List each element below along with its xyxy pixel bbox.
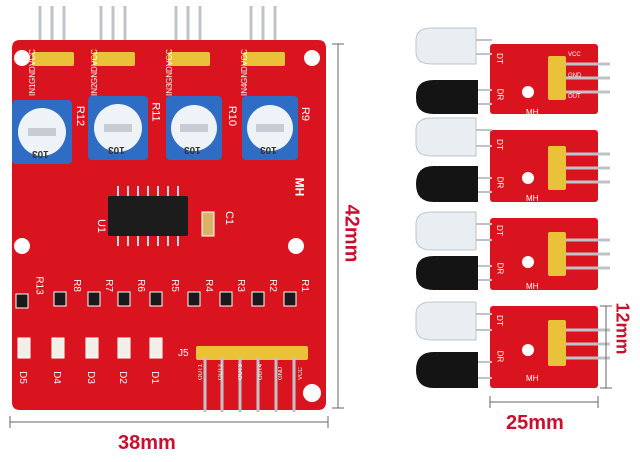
pin-label: VCC	[28, 48, 37, 66]
bottom-pin-label: OUT1	[198, 364, 204, 381]
width-dimension-main: 38mm	[118, 432, 176, 454]
pin-label: VCC	[165, 48, 174, 66]
resistor-label: R13	[33, 276, 45, 295]
pin-label: GND	[28, 65, 37, 84]
smd-resistors	[15, 291, 297, 309]
sensor-pin-labels: VCC GND OUT	[568, 52, 581, 100]
pin-label: GND	[240, 65, 249, 84]
ir-emitters	[415, 27, 477, 341]
bottom-header-base	[196, 346, 308, 360]
pin-label: GND	[90, 65, 99, 84]
led-label: D5	[16, 371, 28, 384]
resistor-labels: R13 R8 R7 R6 R5 R4 R3 R2 R1	[30, 276, 320, 296]
sensor-label-dt: DT	[494, 315, 504, 326]
mount-hole	[14, 50, 30, 66]
dimension-lines-sensor	[489, 305, 612, 408]
header-label-group-1: IN1 GND VCC	[28, 49, 84, 96]
pin-label: IN2	[90, 83, 99, 96]
bottom-pin-label: OUT3	[238, 364, 244, 381]
bottom-header-pins	[203, 358, 296, 412]
mount-hole	[288, 238, 304, 254]
mount-hole	[304, 50, 320, 66]
bottom-pin-labels: OUT1 OUT2 OUT3 OUT4 GND VCC	[198, 364, 304, 380]
cap-label: C1	[223, 210, 236, 226]
resistor-label: R5	[168, 279, 180, 292]
pot-code: 103	[108, 144, 125, 155]
sensor-label-mh: MH	[526, 194, 539, 203]
pot-code: 103	[260, 144, 277, 155]
bottom-pin-label: OUT2	[218, 364, 224, 381]
resistor-label: R3	[234, 279, 246, 292]
height-dimension-sensor: 12mm	[612, 302, 633, 355]
led-label: D1	[148, 371, 160, 384]
width-dimension-sensor: 25mm	[506, 412, 564, 434]
pin-label: VCC	[90, 48, 99, 66]
led-label: D3	[84, 371, 96, 384]
pin-label: IN3	[165, 83, 174, 96]
led-label: D2	[116, 371, 128, 384]
sensor-label-dt: DT	[494, 225, 504, 236]
pot-label: R10	[226, 105, 239, 127]
pot-label: R11	[149, 102, 162, 122]
bottom-pin-label: GND	[278, 366, 284, 381]
sensor-label-dt: DT	[494, 53, 504, 64]
dimension-lines-main	[9, 43, 344, 428]
pin-label: IN1	[28, 83, 37, 96]
smd-leds	[17, 337, 163, 359]
resistor-label: R7	[102, 279, 114, 292]
ic-label: U1	[95, 218, 108, 234]
sensor-label-mh: MH	[526, 374, 539, 383]
mount-hole	[303, 384, 321, 402]
sensor-label-mh: MH	[526, 282, 539, 291]
ic-chip	[108, 186, 188, 246]
sensor-label-mh: MH	[526, 108, 539, 117]
potentiometers	[12, 96, 298, 164]
sensor-label-dr: DR	[495, 262, 505, 275]
sensor-pin-label: OUT	[568, 94, 581, 100]
resistor-label: R6	[134, 279, 146, 292]
sensor-pin-label: GND	[568, 73, 582, 79]
sensor-pin-label: VCC	[568, 52, 581, 58]
pin-label: VCC	[240, 48, 249, 66]
brand-label: MH	[292, 177, 307, 197]
ir-receivers	[416, 80, 478, 388]
header-label-group-2: IN2 GND VCC	[90, 49, 146, 96]
resistor-label: R1	[298, 279, 310, 292]
capacitor	[201, 211, 215, 237]
bottom-header-label: J5	[178, 348, 189, 359]
sensor-label-dr: DR	[495, 176, 505, 189]
sensor-boards	[415, 27, 610, 388]
pot-code: 103	[32, 148, 49, 159]
sensor-label-dt: DT	[494, 139, 504, 150]
sensor-label-dr: DR	[495, 88, 505, 101]
resistor-label: R4	[202, 279, 214, 292]
resistor-label: R8	[70, 279, 82, 292]
pin-label: IN4	[240, 83, 249, 96]
pot-label: R9	[299, 106, 312, 122]
led-label: D4	[50, 371, 62, 384]
top-header-bases	[32, 52, 285, 66]
header-label-group-4: IN4 GND VCC	[240, 49, 296, 96]
header-label-group-3: IN3 GND VCC	[165, 49, 221, 96]
pot-code: 103	[184, 144, 201, 155]
bottom-pin-label: VCC	[298, 367, 304, 381]
bottom-pin-label: OUT4	[258, 364, 264, 381]
mount-hole	[14, 238, 30, 254]
sensor-label-dr: DR	[495, 350, 505, 363]
height-dimension-main: 42mm	[340, 204, 363, 263]
pot-label: R12	[74, 105, 87, 127]
resistor-label: R2	[266, 279, 278, 292]
pin-label: GND	[165, 65, 174, 84]
main-board	[12, 6, 326, 412]
